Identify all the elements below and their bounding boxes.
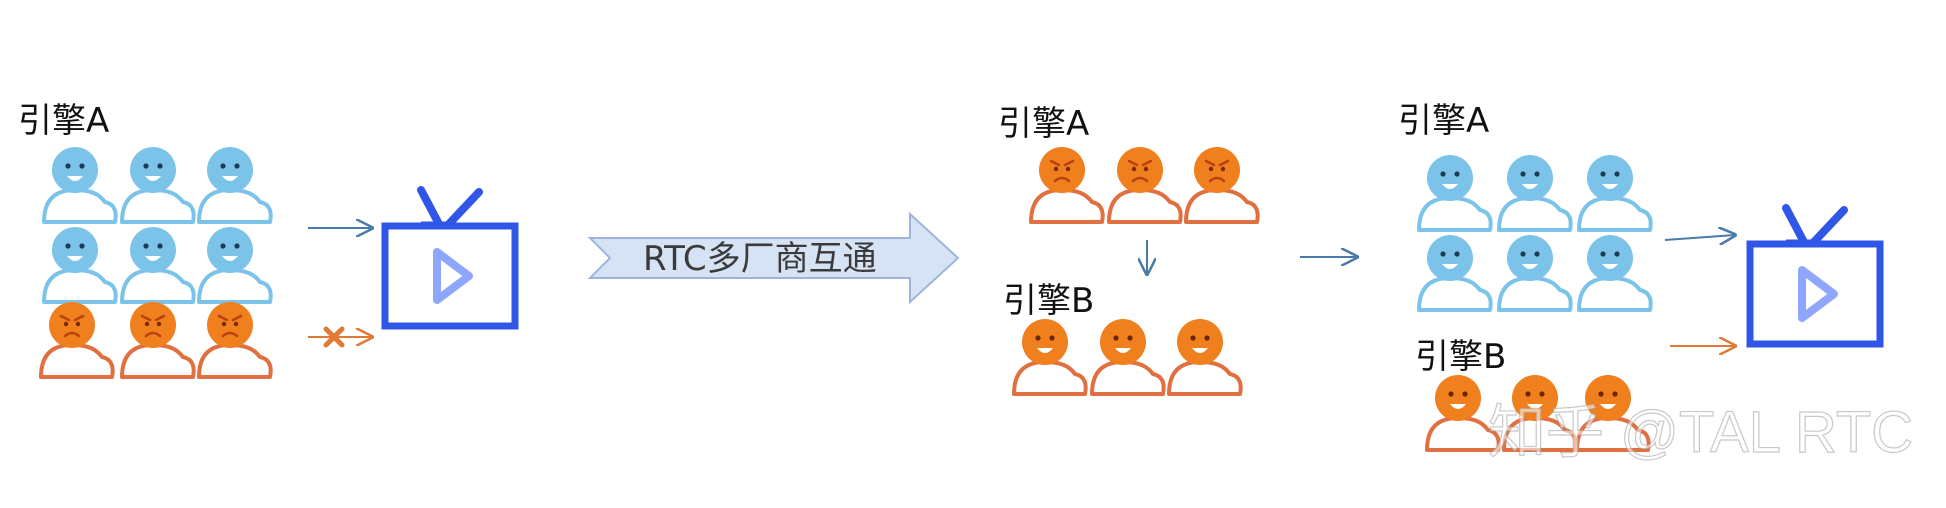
user-happy-icon (1497, 155, 1573, 232)
user-angry-icon (1184, 147, 1260, 224)
user-happy-icon (120, 227, 196, 304)
user-happy-icon (1577, 155, 1653, 232)
user-happy-icon (1417, 155, 1493, 232)
user-happy-icon (42, 147, 118, 224)
banner-text: RTC多厂商互通 (643, 239, 877, 279)
right-engine-a-label: 引擎A (1398, 101, 1489, 141)
user-happy-icon (1090, 319, 1166, 396)
user-happy-icon (1502, 375, 1578, 452)
right-tv-icon (1746, 204, 1884, 348)
cross-icon (323, 326, 345, 348)
user-angry-icon (1107, 147, 1183, 224)
user-angry-icon (39, 302, 115, 379)
user-happy-icon (1167, 319, 1243, 396)
right-blue-arrow (1664, 235, 1735, 240)
mid-engine-a-label: 引擎A (998, 104, 1089, 144)
user-happy-icon (1425, 375, 1501, 452)
interop-banner: RTC多厂商互通 (587, 211, 960, 305)
right-engine-b-label: 引擎B (1415, 337, 1506, 377)
mid-engine-b-label: 引擎B (1003, 281, 1094, 321)
user-happy-icon (1577, 235, 1653, 312)
left-tv-icon (381, 186, 519, 330)
user-angry-icon (1029, 147, 1105, 224)
left-engine-a-label: 引擎A (18, 101, 109, 141)
user-happy-icon (120, 147, 196, 224)
right-users-group (1417, 155, 1653, 452)
user-angry-icon (120, 302, 196, 379)
user-happy-icon (1497, 235, 1573, 312)
mid-users-group (1012, 147, 1260, 396)
left-users-group (39, 147, 273, 379)
user-happy-icon (197, 227, 273, 304)
user-happy-icon (1012, 319, 1088, 396)
user-angry-icon (197, 302, 273, 379)
user-happy-icon (1417, 235, 1493, 312)
watermark-text: 知乎 @TAL RTC (1488, 400, 1913, 465)
user-happy-icon (42, 227, 118, 304)
user-happy-icon (1575, 375, 1651, 452)
user-happy-icon (197, 147, 273, 224)
